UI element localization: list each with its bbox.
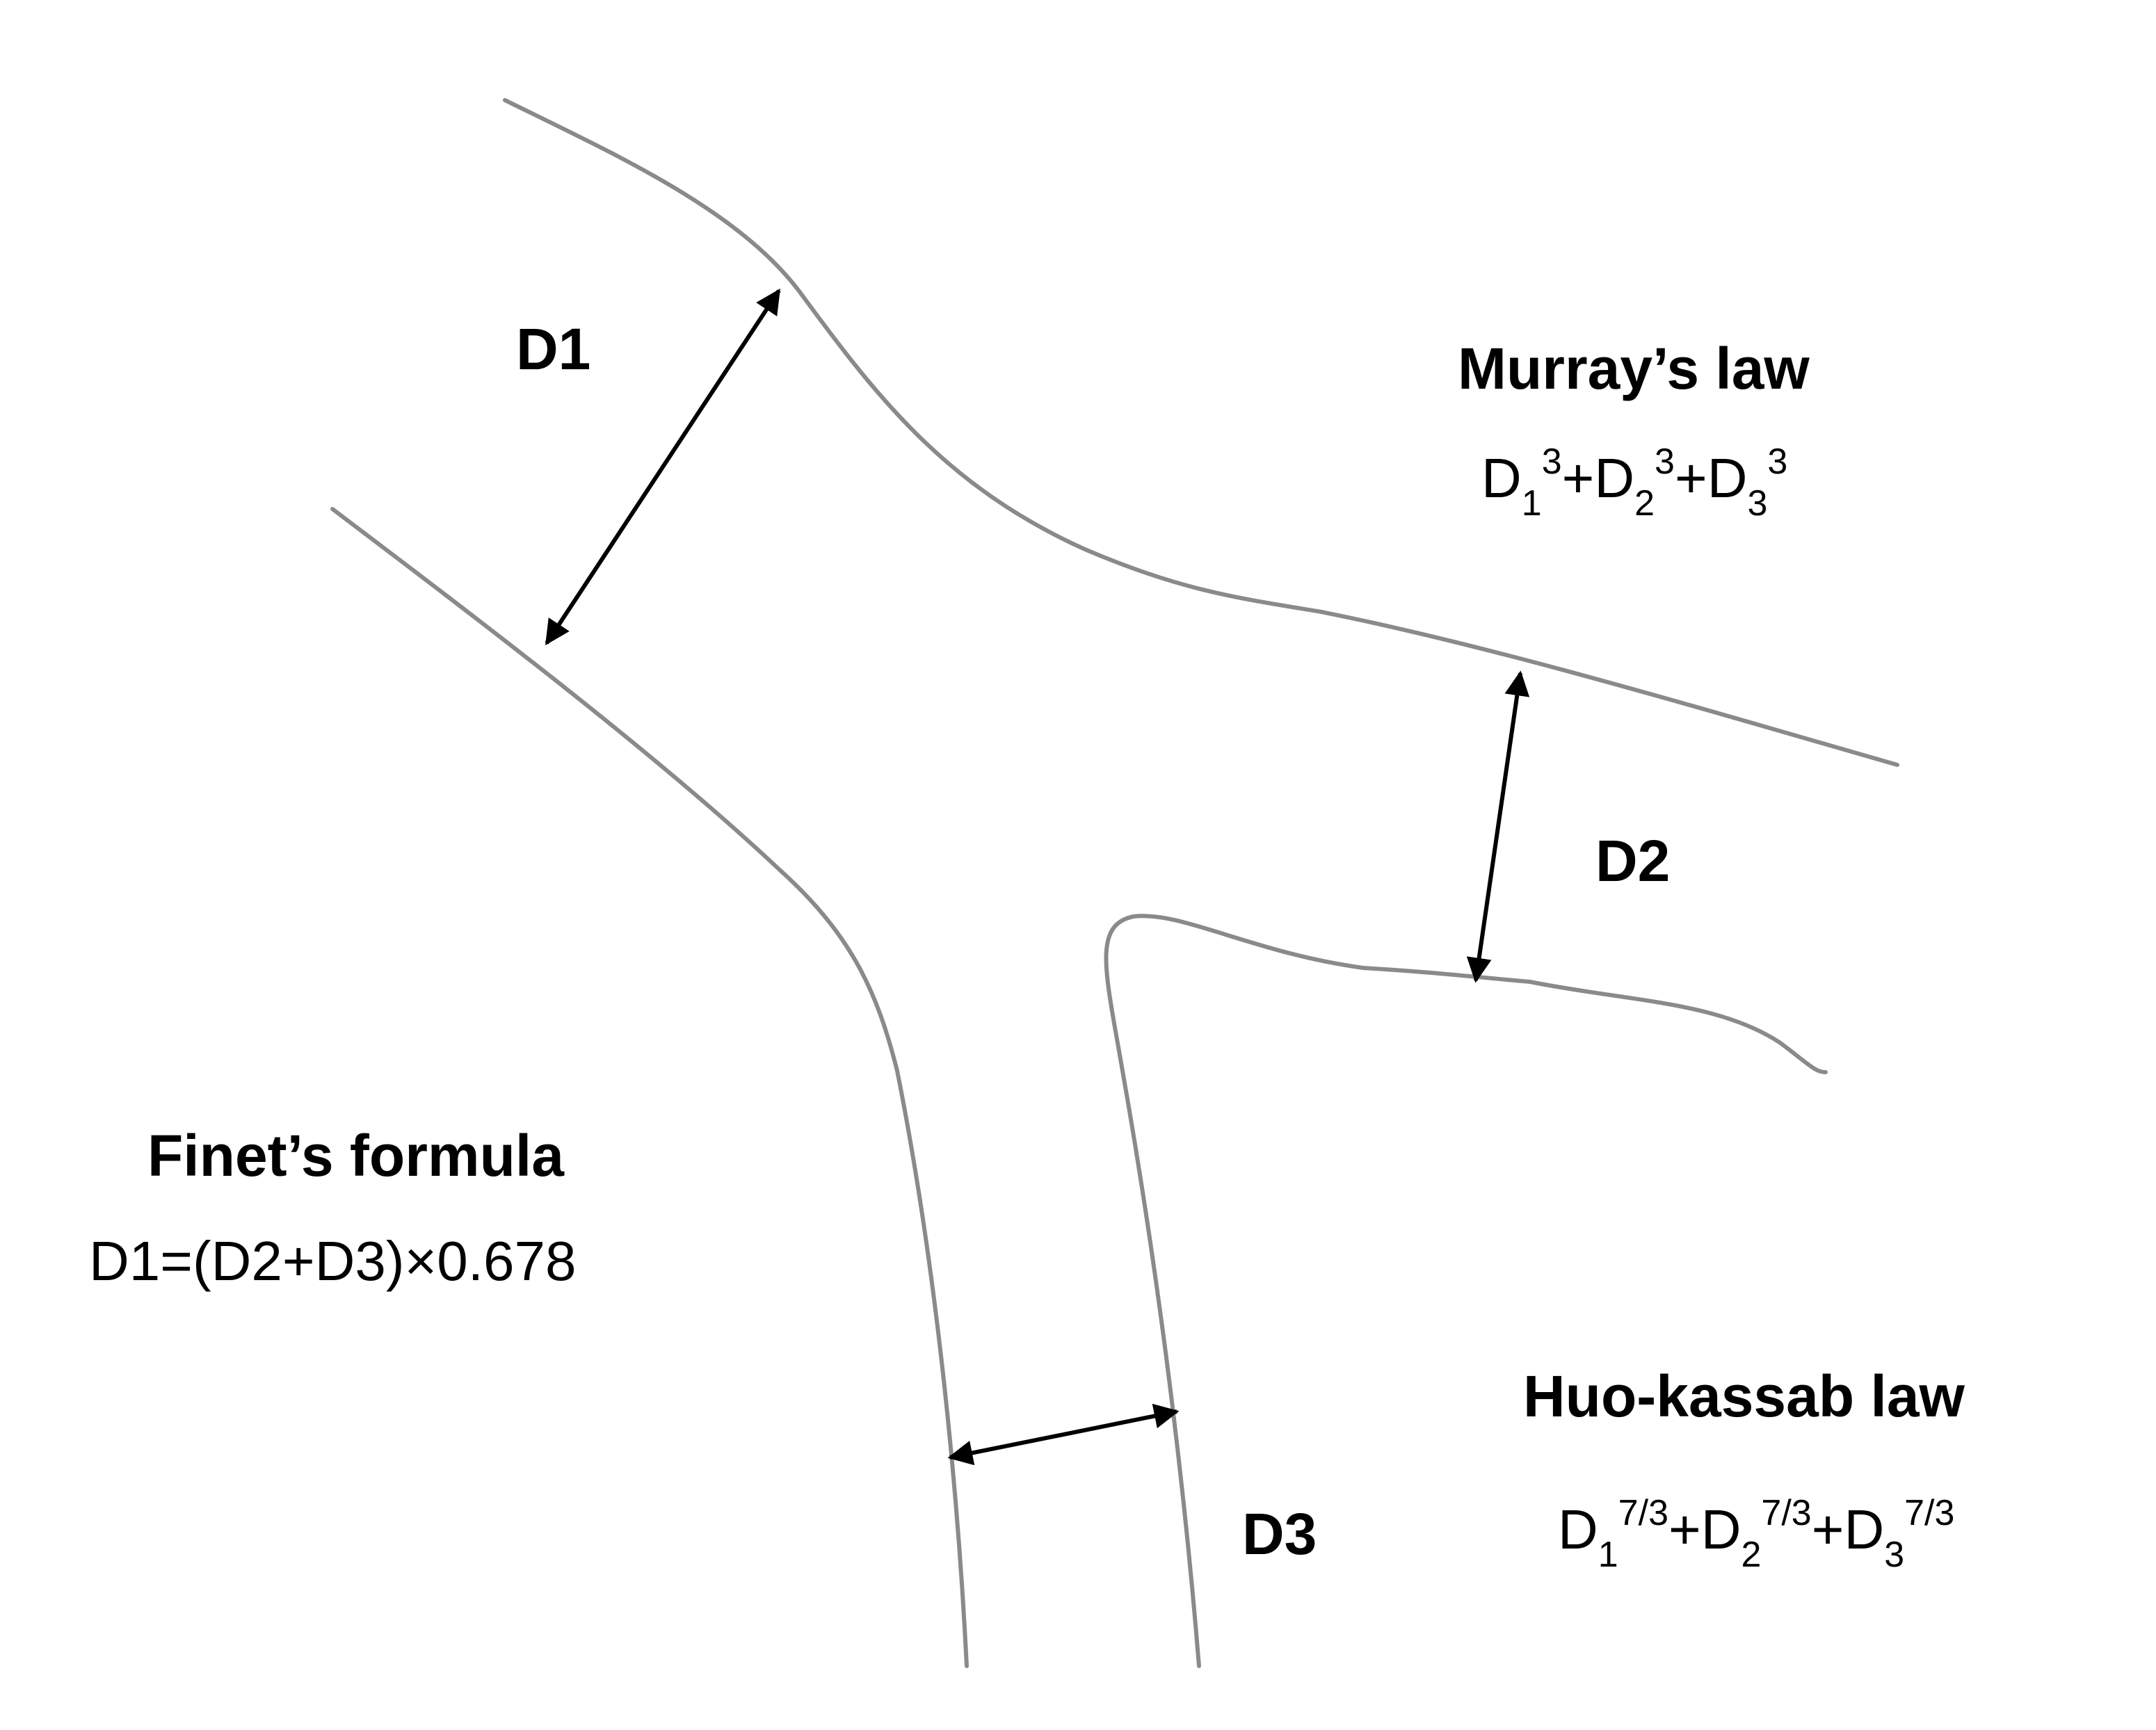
huo-formula: D17/3+D27/3+D37/3 <box>1558 1495 1954 1573</box>
huo-title: Huo-kassab law <box>1523 1364 1965 1429</box>
finet-formula: D1=(D2+D3)×0.678 <box>89 1230 577 1292</box>
murray-term-3: D33 <box>1707 442 1788 524</box>
d2-label: D2 <box>1595 828 1671 894</box>
left-outer-wall <box>330 507 969 1668</box>
d3-label: D3 <box>1242 1501 1317 1567</box>
finet-title: Finet’s formula <box>147 1123 564 1188</box>
murray-title: Murray’s law <box>1458 336 1810 401</box>
d1-label: D1 <box>516 316 591 382</box>
huo-term-1: D17/3+ <box>1558 1493 1701 1575</box>
d1-arrow <box>545 288 781 646</box>
huo-term-2: D27/3+ <box>1700 1493 1844 1575</box>
d3-arrow <box>947 1403 1180 1466</box>
murray-formula: D13+D23+D33 <box>1481 444 1787 522</box>
d2-arrow <box>1466 670 1530 983</box>
upper-outer-wall <box>503 98 1899 767</box>
huo-term-3: D37/3 <box>1844 1493 1955 1575</box>
murray-term-2: D23+ <box>1594 442 1707 524</box>
inner-wall <box>1104 914 1828 1668</box>
murray-term-1: D13+ <box>1481 442 1595 524</box>
